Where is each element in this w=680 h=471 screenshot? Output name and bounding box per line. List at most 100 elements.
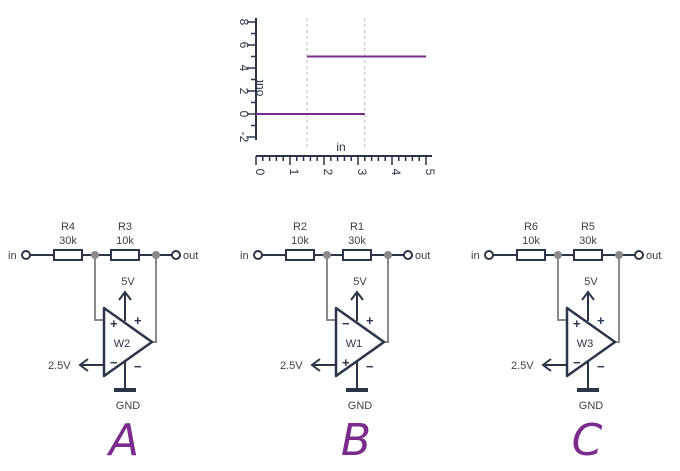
resistor-right-name: R3 [118, 221, 132, 233]
feedback-wire [326, 255, 336, 321]
opamp-w2 [102, 306, 154, 378]
reference-arrow-icon [310, 358, 321, 372]
ground-label: GND [348, 400, 373, 412]
circuit-letter: C [572, 415, 603, 466]
supply-label: 5V [584, 276, 598, 288]
threshold-lines [306, 18, 366, 150]
x-tick-label: 5 [423, 169, 437, 176]
y-tick-labels: 8 6 4 2 0 -2 [237, 19, 251, 143]
ground-icon [114, 388, 136, 392]
y-tick-label: 2 [237, 88, 251, 95]
output-wire [152, 255, 157, 343]
opamp-top-input-sign: + [573, 316, 581, 331]
resistor-right [342, 249, 372, 261]
resistor-left-value: 30k [59, 235, 77, 247]
resistor-left [285, 249, 315, 261]
y-tick-label: 8 [237, 19, 251, 26]
opamp-bottom-input-sign: − [573, 355, 581, 370]
output-label: out [646, 250, 661, 262]
output-segments [256, 55, 426, 115]
y-tick-label: 0 [237, 111, 251, 118]
opamp-w1 [334, 306, 386, 378]
output-terminal[interactable] [171, 250, 181, 260]
resistor-left-name: R2 [293, 221, 307, 233]
resistor-left-value: 10k [522, 235, 540, 247]
supply-arrow-icon [118, 290, 132, 301]
input-terminal[interactable] [21, 250, 31, 260]
resistor-left [516, 249, 546, 261]
opamp-negative-rail-sign: − [134, 359, 142, 374]
ground-icon [346, 388, 368, 392]
x-axis-label: in [336, 140, 345, 154]
opamp-bottom-input-sign: − [110, 355, 118, 370]
supply-label: 5V [353, 276, 367, 288]
x-tick-label: 1 [287, 169, 301, 176]
output-wire [384, 255, 389, 343]
opamp-label: W2 [114, 338, 131, 350]
x-ticks [255, 156, 427, 165]
circuit-letter: A [106, 415, 139, 466]
resistor-right-value: 30k [579, 235, 597, 247]
opamp-w3 [565, 306, 617, 378]
opamp-positive-rail-sign: + [366, 313, 374, 328]
x-tick-labels: 0 1 2 3 4 5 [253, 169, 437, 176]
input-terminal[interactable] [484, 250, 494, 260]
output-terminal[interactable] [634, 250, 644, 260]
reference-label: 2.5V [280, 360, 303, 372]
output-wire [615, 255, 620, 343]
input-label: in [8, 250, 17, 262]
opamp-top-input-sign: − [342, 316, 350, 331]
resistor-left-name: R6 [524, 221, 538, 233]
opamp-top-input-sign: + [110, 316, 118, 331]
ground-label: GND [116, 400, 141, 412]
resistor-right-name: R5 [581, 221, 595, 233]
opamp-negative-rail-sign: − [366, 359, 374, 374]
y-axis-label: out [252, 79, 266, 96]
resistor-right-value: 30k [348, 235, 366, 247]
y-tick-label: 4 [237, 65, 251, 72]
y-tick-label: -2 [237, 132, 251, 143]
resistor-right [110, 249, 140, 261]
output-label: out [415, 250, 430, 262]
x-tick-label: 2 [321, 169, 335, 176]
opamp-label: W3 [577, 338, 594, 350]
input-label: in [471, 250, 480, 262]
resistor-right-name: R1 [350, 221, 364, 233]
opamp-positive-rail-sign: + [134, 313, 142, 328]
y-ticks [247, 21, 256, 138]
feedback-wire [557, 255, 567, 321]
resistor-right [573, 249, 603, 261]
output-terminal[interactable] [403, 250, 413, 260]
ground-label: GND [579, 400, 604, 412]
y-tick-label: 6 [237, 42, 251, 49]
resistor-right-value: 10k [116, 235, 134, 247]
resistor-left-value: 10k [291, 235, 309, 247]
input-label: in [240, 250, 249, 262]
reference-arrow-icon [541, 358, 552, 372]
transfer-graph: 8 6 4 2 0 -2 0 1 2 3 4 5 in out [237, 18, 437, 176]
x-tick-label: 0 [253, 169, 267, 176]
supply-label: 5V [121, 276, 135, 288]
supply-arrow-icon [350, 290, 364, 301]
opamp-bottom-input-sign: + [342, 355, 350, 370]
reference-arrow-icon [78, 358, 89, 372]
circuit-letter: B [341, 415, 371, 466]
reference-label: 2.5V [48, 360, 71, 372]
ground-icon [577, 388, 599, 392]
feedback-wire [94, 255, 104, 321]
resistor-left [53, 249, 83, 261]
opamp-negative-rail-sign: − [597, 359, 605, 374]
x-tick-label: 4 [389, 169, 403, 176]
output-label: out [183, 250, 198, 262]
x-tick-label: 3 [355, 169, 369, 176]
supply-arrow-icon [581, 290, 595, 301]
input-terminal[interactable] [253, 250, 263, 260]
opamp-positive-rail-sign: + [597, 313, 605, 328]
reference-label: 2.5V [511, 360, 534, 372]
resistor-left-name: R4 [61, 221, 75, 233]
opamp-label: W1 [346, 338, 363, 350]
